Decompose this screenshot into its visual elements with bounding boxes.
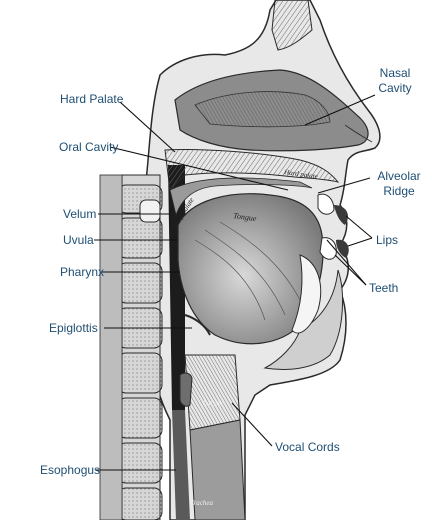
label-teeth: Teeth bbox=[369, 281, 399, 295]
leader-vocal-cords bbox=[231, 402, 273, 447]
leader-hard-palate bbox=[119, 101, 176, 153]
leader-teeth-1 bbox=[326, 239, 367, 286]
inscription-larynx: Larynx bbox=[202, 399, 224, 407]
leader-lips-1 bbox=[345, 215, 373, 239]
label-velum: Velum bbox=[63, 207, 97, 221]
pharynx-channel bbox=[168, 165, 190, 520]
leader-lips-2 bbox=[347, 237, 373, 247]
label-lips: Lips bbox=[376, 233, 399, 247]
larynx-region bbox=[179, 314, 246, 520]
leader-lines bbox=[94, 94, 376, 471]
label-uvula: Uvula bbox=[63, 233, 94, 247]
leader-teeth-2 bbox=[334, 254, 367, 286]
inscription-tongue: Tongue bbox=[233, 211, 258, 223]
label-vocal-cords: Vocal Cords bbox=[275, 440, 340, 454]
leader-alveolar-ridge bbox=[317, 177, 371, 194]
label-hard-palate: Hard Palate bbox=[60, 92, 124, 106]
label-oral-cavity: Oral Cavity bbox=[59, 140, 119, 154]
cervical-spine bbox=[99, 174, 163, 520]
palate-band bbox=[164, 148, 340, 217]
label-epiglottis: Epiglottis bbox=[49, 321, 98, 335]
label-pharynx: Pharynx bbox=[60, 265, 105, 279]
teeth-and-lips bbox=[317, 193, 349, 260]
mandible bbox=[263, 254, 344, 370]
leader-oral-cavity bbox=[109, 146, 289, 191]
nasal-cavity-region bbox=[174, 0, 373, 152]
leader-nasal-cavity bbox=[304, 94, 376, 126]
label-esophogus: Esophogus bbox=[40, 463, 101, 477]
inscription-trachea: Trachea bbox=[190, 499, 213, 507]
